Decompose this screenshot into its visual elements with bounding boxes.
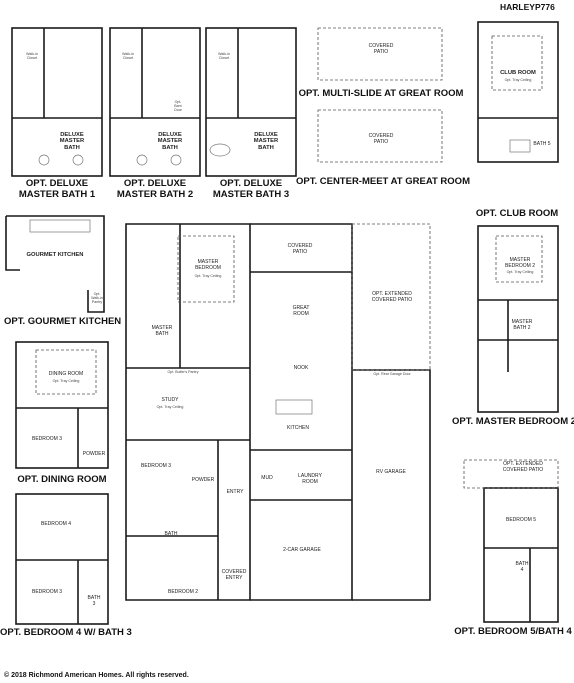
room-label-bedroom5: BEDROOM 5	[505, 517, 536, 523]
label-study-tray: Opt. Tray Ceiling	[156, 405, 184, 409]
room-label-bedroom3-opt: BEDROOM 3	[31, 436, 62, 442]
dining-room-outline	[15, 341, 109, 469]
deluxe-bath-3-outline	[205, 27, 297, 177]
deluxe-bath-2-outline	[109, 27, 201, 177]
room-label-master-bath2: MASTER BATH 2	[511, 319, 533, 331]
room-label-covered-patio-main: COVERED PATIO	[287, 243, 313, 255]
room-label-dining-room: DINING ROOM	[48, 371, 84, 377]
room-label-master-bath: MASTER BATH	[151, 325, 173, 337]
room-label-walkin-3: Walk-in Closet	[218, 52, 230, 61]
club-room-outline	[477, 21, 559, 163]
room-label-mud: MUD	[261, 475, 273, 481]
label-barn-door: Opt. Barn Door	[174, 100, 182, 113]
room-label-bedroom3: BEDROOM 3	[140, 463, 171, 469]
deluxe-bath-1-outline	[11, 27, 103, 177]
room-label-master-bedroom: MASTER BEDROOM	[195, 259, 221, 271]
main-plan-left	[125, 223, 251, 601]
room-label-club-room: CLUB ROOM	[500, 70, 536, 76]
dashed-options	[35, 27, 559, 489]
copyright-footer: © 2018 Richmond American Homes. All righ…	[4, 672, 189, 679]
room-label-walkin-2: Walk-in Closet	[122, 52, 134, 61]
caption-gourmet-kitchen: OPT. GOURMET KITCHEN	[4, 316, 122, 327]
caption-club-room: OPT. CLUB ROOM	[475, 208, 559, 219]
bedroom4-outline	[15, 493, 109, 625]
room-label-deluxe-bath-1: DELUXE MASTER BATH	[59, 132, 85, 151]
room-label-great-room: GREAT ROOM	[292, 305, 310, 317]
label-club-tray: Opt. Tray Ceiling	[504, 78, 532, 82]
room-label-deluxe-bath-2: DELUXE MASTER BATH	[157, 132, 183, 151]
room-label-bath4: BATH 4	[515, 561, 529, 573]
fixtures	[29, 139, 531, 415]
label-rear-garage-door: Opt. Rear Garage Door	[373, 372, 411, 376]
caption-center-meet: OPT. CENTER-MEET AT GREAT ROOM	[296, 176, 470, 187]
room-label-bedroom2: BEDROOM 2	[167, 589, 198, 595]
room-label-covered-entry: COVERED ENTRY	[221, 569, 247, 581]
label-butler-pantry: Opt. Butler's Pantry	[167, 370, 199, 374]
room-label-rv-garage: RV GARAGE	[376, 469, 406, 475]
master-bedroom2-outline	[477, 225, 559, 413]
room-label-bedroom3-b: BEDROOM 3	[31, 589, 62, 595]
caption-deluxe-bath-1: OPT. DELUXE MASTER BATH 1	[18, 178, 96, 200]
room-label-opt-ext-patio-2: OPT. EXTENDED COVERED PATIO	[502, 461, 544, 473]
room-label-kitchen: KITCHEN	[287, 425, 309, 431]
caption-bedroom4-bath3: OPT. BEDROOM 4 W/ BATH 3	[0, 627, 132, 638]
room-label-bedroom4: BEDROOM 4	[40, 521, 71, 527]
room-label-laundry: LAUNDRY ROOM	[298, 473, 322, 485]
caption-deluxe-bath-2: OPT. DELUXE MASTER BATH 2	[116, 178, 194, 200]
room-label-walkin-1: Walk-in Closet	[26, 52, 38, 61]
room-label-powder: POWDER	[191, 477, 215, 483]
label-master-tray: Opt. Tray Ceiling	[194, 274, 222, 278]
label-walkin-pantry: Opt. Walk-in Pantry	[91, 292, 103, 305]
room-label-entry: ENTRY	[226, 489, 244, 495]
room-label-master-bedroom2: MASTER BEDROOM 2	[504, 257, 535, 269]
room-label-nook: NOOK	[293, 365, 309, 371]
room-label-bath3: BATH 3	[87, 595, 101, 607]
room-label-covered-patio-1: COVERED PATIO	[368, 43, 394, 55]
bedroom5-outline	[483, 487, 559, 623]
room-label-bath5: BATH 5	[533, 141, 551, 147]
caption-bedroom5-bath4: OPT. BEDROOM 5/BATH 4	[454, 626, 572, 637]
room-label-gourmet-kitchen: GOURMET KITCHEN	[26, 252, 84, 258]
caption-dining-room: OPT. DINING ROOM	[17, 474, 107, 485]
caption-deluxe-bath-3: OPT. DELUXE MASTER BATH 3	[212, 178, 290, 200]
plan-code: HARLEYP776	[500, 2, 555, 12]
label-dining-tray: Opt. Tray Ceiling	[52, 379, 80, 383]
room-label-powder-opt: POWDER	[82, 451, 106, 457]
room-label-deluxe-bath-3: DELUXE MASTER BATH	[253, 132, 279, 151]
room-label-opt-ext-patio: OPT. EXTENDED COVERED PATIO	[371, 291, 413, 303]
label-master2-tray: Opt. Tray Ceiling	[506, 270, 534, 274]
caption-multi-slide: OPT. MULTI-SLIDE AT GREAT ROOM	[298, 88, 464, 99]
room-label-2car-garage: 2-CAR GARAGE	[283, 547, 321, 553]
room-label-study: STUDY	[161, 397, 179, 403]
room-label-covered-patio-2: COVERED PATIO	[368, 133, 394, 145]
caption-master-bedroom2: OPT. MASTER BEDROOM 2	[452, 416, 574, 427]
room-label-bath: BATH	[164, 531, 178, 537]
